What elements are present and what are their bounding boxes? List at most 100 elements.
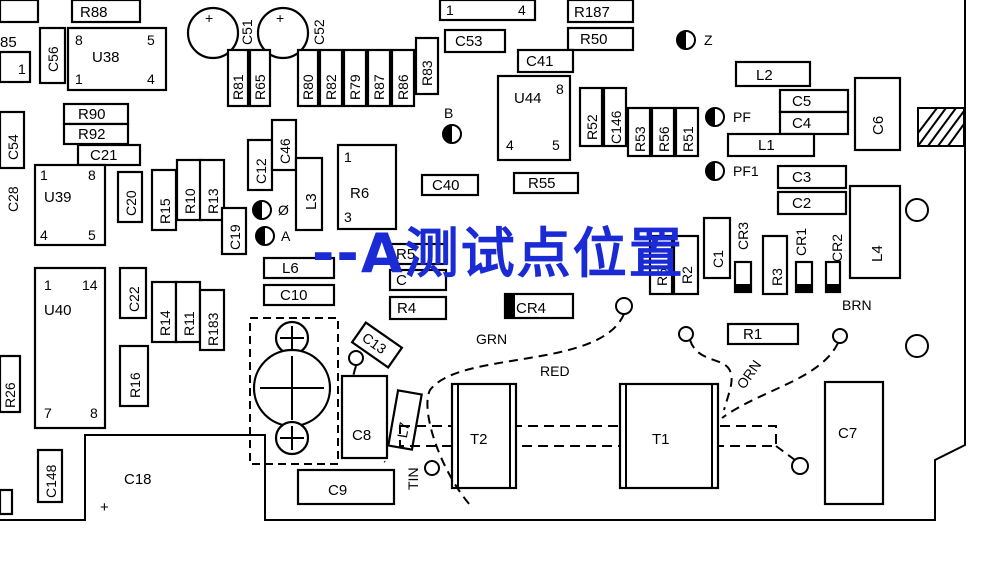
svg-text:8: 8 (75, 32, 83, 48)
c54-label: C54 (5, 134, 21, 160)
c5-label: C5 (792, 93, 811, 110)
cr2-label: CR2 (829, 234, 845, 262)
c12-label: C12 (253, 158, 269, 184)
u39-label: U39 (44, 189, 72, 206)
svg-text:3: 3 (344, 209, 352, 225)
svg-text:4: 4 (40, 227, 48, 243)
svg-text:14: 14 (82, 277, 98, 293)
c40-label: C40 (432, 177, 460, 194)
t1-label: T1 (652, 431, 670, 448)
svg-text:5: 5 (147, 32, 155, 48)
c148-label: C148 (43, 464, 59, 498)
r65-label: R65 (252, 74, 268, 100)
r86-label: R86 (395, 74, 411, 100)
c41-label: C41 (526, 53, 554, 70)
tin-label: TIN (405, 467, 421, 490)
r6-label: R6 (350, 185, 369, 202)
c18-label: C18 (124, 471, 152, 488)
svg-text:1: 1 (44, 277, 52, 293)
r88 (70, 0, 142, 24)
r183-label: R183 (205, 312, 221, 346)
c53-label: C53 (455, 33, 483, 50)
c9-label: C9 (328, 482, 347, 499)
r52-label: R52 (584, 114, 600, 140)
pf-label: PF (733, 109, 751, 125)
svg-text:5: 5 (552, 137, 560, 153)
z-label: Z (704, 32, 713, 48)
r53-label: R53 (632, 126, 648, 152)
r79-label: R79 (347, 74, 363, 100)
a-label: A (281, 228, 291, 244)
svg-text:+: + (100, 499, 109, 516)
c6-label: C6 (870, 116, 887, 135)
b-label: B (444, 105, 453, 121)
u44-label: U44 (514, 90, 542, 107)
r56-label: R56 (656, 126, 672, 152)
r80-label: R80 (300, 74, 316, 100)
c20-label: C20 (123, 190, 139, 216)
r1-label: R1 (743, 326, 762, 343)
l6-label: L6 (282, 260, 299, 277)
r187-label: R187 (574, 4, 610, 21)
l3-label: L3 (303, 193, 320, 210)
u38-label: U38 (92, 49, 120, 66)
r13-label: R13 (205, 188, 221, 214)
pf1-label: PF1 (733, 163, 759, 179)
l4-label: L4 (869, 245, 886, 262)
r26-label: R26 (2, 382, 18, 408)
cr4-label: CR4 (516, 300, 546, 317)
r82-label: R82 (323, 74, 339, 100)
test-point-annotation: --A测试点位置 (312, 222, 685, 285)
svg-text:+: + (276, 10, 284, 26)
r88-label: R88 (80, 4, 108, 21)
svg-text:1: 1 (40, 167, 48, 183)
r3-label: R3 (769, 268, 785, 286)
c56-label: C56 (45, 46, 61, 72)
c7-label: C7 (838, 425, 857, 442)
brn-label: BRN (842, 297, 872, 313)
c28-label: C28 (5, 186, 21, 212)
board-outline (0, 0, 966, 521)
svg-text:+: + (205, 10, 213, 26)
svg-text:1: 1 (344, 149, 352, 165)
svg-text:1: 1 (446, 2, 454, 18)
grn-label: GRN (476, 331, 507, 347)
c4-label: C4 (792, 115, 811, 132)
c51-label: C51 (239, 19, 255, 45)
svg-text:R5: R5 (396, 246, 415, 263)
r15-label: R15 (157, 198, 173, 224)
c2-label: C2 (792, 195, 811, 212)
svg-text:8: 8 (88, 167, 96, 183)
svg-text:4: 4 (147, 71, 155, 87)
r87-label: R87 (371, 74, 387, 100)
svg-text:7: 7 (44, 405, 52, 421)
r16-label: R16 (127, 372, 143, 398)
c10-label: C10 (280, 287, 308, 304)
svg-text:C: C (396, 272, 407, 289)
svg-text:4: 4 (518, 2, 526, 18)
u38 (66, 26, 168, 92)
u40-label: U40 (44, 302, 72, 319)
c8-label: C8 (352, 427, 371, 444)
r90-label: R90 (78, 106, 106, 123)
r11-label: R11 (181, 311, 197, 336)
svg-text:1: 1 (18, 61, 26, 77)
red-label: RED (540, 363, 570, 379)
cr1-label: CR1 (793, 228, 809, 256)
r4-label: R4 (397, 300, 416, 317)
l2-label: L2 (756, 67, 773, 84)
svg-text:R5: R5 (654, 268, 670, 286)
c19-label: C19 (227, 224, 243, 250)
c3-label: C3 (792, 169, 811, 186)
r51-label: R51 (680, 126, 696, 152)
svg-text:8: 8 (90, 405, 98, 421)
c21-label: C21 (90, 147, 118, 164)
r2-label: R2 (679, 266, 695, 284)
c46-label: C46 (277, 138, 293, 164)
r55-label: R55 (528, 175, 556, 192)
p85-label: 85 (0, 34, 17, 51)
c146-label: C146 (608, 110, 624, 144)
t2-label: T2 (470, 431, 488, 448)
